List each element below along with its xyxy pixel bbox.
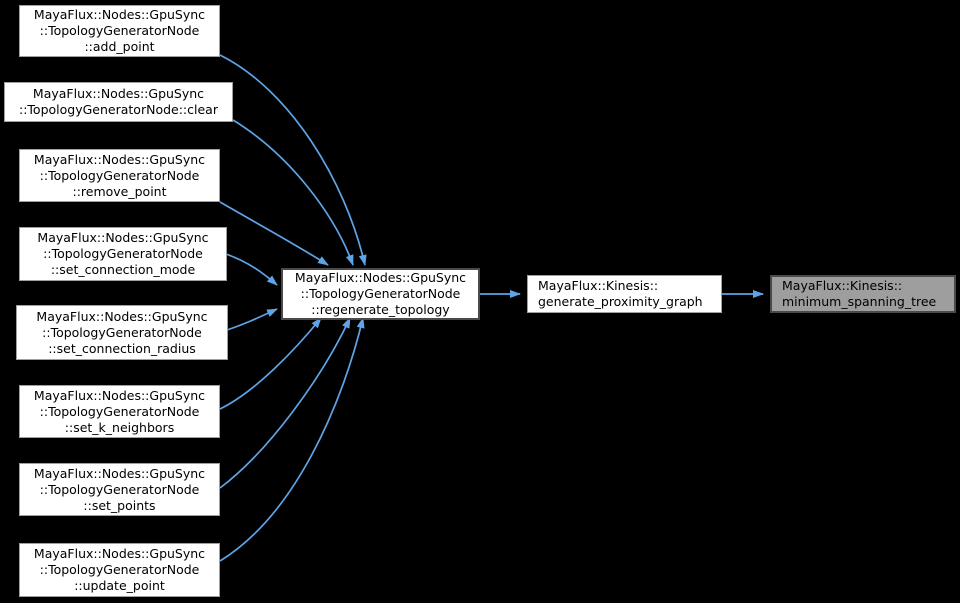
call-edge-set-k-neighbors [219,317,322,410]
node-update-point[interactable]: MayaFlux::Nodes::GpuSync ::TopologyGener… [19,543,220,597]
node-label-line: ::remove_point [72,183,167,199]
node-remove-point[interactable]: MayaFlux::Nodes::GpuSync ::TopologyGener… [19,149,220,202]
node-label-line: ::update_point [74,578,165,593]
node-label-line: ::TopologyGeneratorNode [39,481,200,497]
node-label-line: MayaFlux::Nodes::GpuSync [36,308,208,324]
node-label-line: MayaFlux::Nodes::GpuSync [37,230,209,245]
node-set-connection-radius[interactable]: MayaFlux::Nodes::GpuSync ::TopologyGener… [16,305,228,360]
call-edge-update-point [219,317,365,562]
call-edge-remove-point [219,201,329,266]
node-label-line: MayaFlux::Nodes::GpuSync [33,546,206,561]
node-label-line: ::set_connection_radius [48,340,196,356]
node-label-line: ::add_point [84,39,155,54]
node-label-line: ::TopologyGeneratorNode [39,403,200,419]
node-set-connection-mode[interactable]: MayaFlux::Nodes::GpuSync ::TopologyGener… [19,227,227,281]
node-clear[interactable]: MayaFlux::Nodes::GpuSync ::TopologyGener… [4,82,233,122]
node-set-k-neighbors[interactable]: MayaFlux::Nodes::GpuSync ::TopologyGener… [19,385,220,438]
call-edge-set-points [219,317,351,489]
node-label-line: ::set_points [83,497,156,513]
node-label-line: ::TopologyGeneratorNode [300,286,461,301]
node-label-line: ::regenerate_topology [311,302,450,317]
node-label-line: MayaFlux::Nodes::GpuSync [33,151,206,167]
call-edge-set-connection-radius [220,308,278,333]
node-regenerate-topology[interactable]: MayaFlux::Nodes::GpuSync ::TopologyGener… [281,268,480,320]
node-label-line: ::TopologyGeneratorNode [39,167,200,183]
node-label-line: minimum_spanning_tree [782,294,937,309]
node-set-points[interactable]: MayaFlux::Nodes::GpuSync ::TopologyGener… [19,463,220,516]
node-label-line: ::TopologyGeneratorNode [42,324,202,340]
node-label-line: ::TopologyGeneratorNode [39,23,200,38]
node-generate-proximity-graph[interactable]: MayaFlux::Kinesis:: generate_proximity_g… [527,275,722,313]
node-label-line: generate_proximity_graph [538,294,703,309]
node-label-line: MayaFlux::Nodes::GpuSync [294,270,467,285]
node-label-line: MayaFlux::Kinesis:: [538,278,659,293]
node-minimum-spanning-tree: MayaFlux::Kinesis:: minimum_spanning_tre… [770,275,956,313]
call-edge-set-connection-mode [225,253,278,286]
node-label-line: MayaFlux::Nodes::GpuSync [33,387,206,403]
node-label-line: ::TopologyGeneratorNode [39,562,200,577]
node-label-line: MayaFlux::Nodes::GpuSync [33,7,206,22]
node-label-line: MayaFlux::Nodes::GpuSync [33,465,206,481]
call-edge-add-point [219,54,367,266]
node-label-line: ::TopologyGeneratorNode::clear [19,102,218,117]
node-add-point[interactable]: MayaFlux::Nodes::GpuSync ::TopologyGener… [19,5,220,57]
node-label-line: MayaFlux::Nodes::GpuSync [32,86,205,101]
node-label-line: ::set_connection_mode [50,262,196,277]
node-label-line: MayaFlux::Kinesis:: [782,278,903,293]
call-edge-clear [232,119,354,266]
node-label-line: ::set_k_neighbors [64,419,175,435]
node-label-line: ::TopologyGeneratorNode [43,246,203,261]
